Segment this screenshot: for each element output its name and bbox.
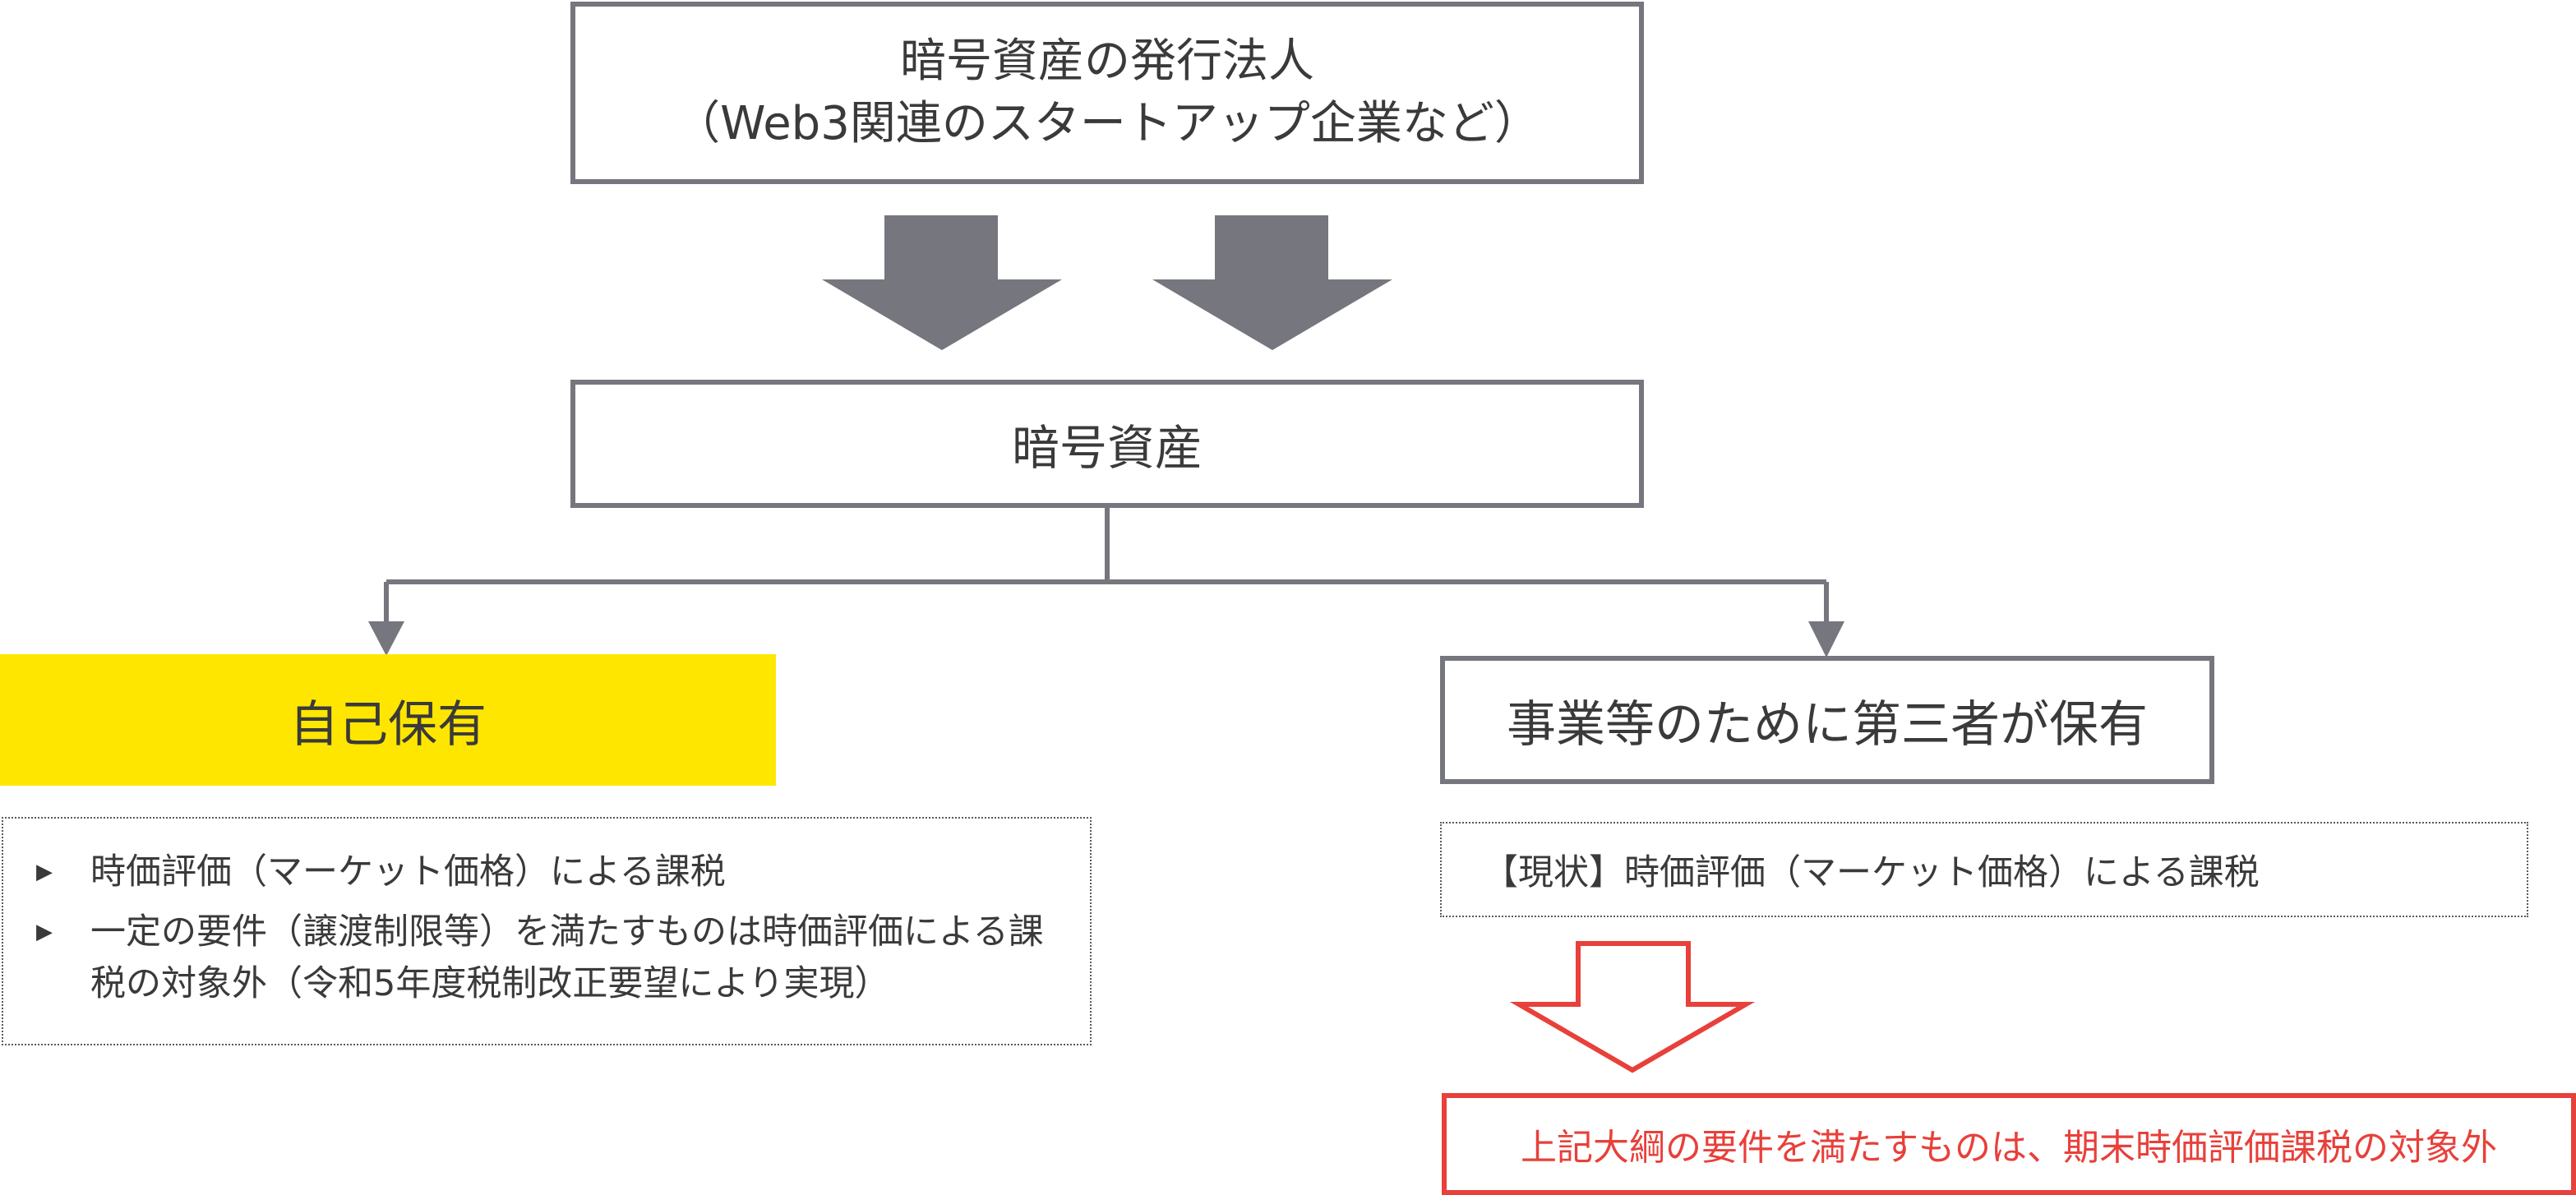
issuer-subtitle: （Web3関連のスタートアップ企業など） [674, 97, 1540, 150]
third-party-holding-label: 事業等のために第三者が保有 [1507, 695, 2148, 754]
bullet-text: 時価評価（マーケット価格）による課税 [90, 851, 726, 893]
issuer-box: 暗号資産の発行法人 （Web3関連のスタートアップ企業など） [570, 2, 1644, 184]
crypto-asset-label: 暗号資産 [1011, 420, 1203, 476]
self-holding-bullet-list: ▶ 時価評価（マーケット価格）による課税 ▶ 一定の要件（譲渡制限等）を満たすも… [33, 847, 1060, 1010]
list-item: ▶ 一定の要件（譲渡制限等）を満たすものは時価評価による課税の対象外（令和5年度… [33, 907, 1060, 1010]
arrowhead-left-icon [368, 621, 404, 656]
third-party-holding-box: 事業等のために第三者が保有 [1440, 656, 2214, 784]
self-holding-box: 自己保有 [0, 654, 776, 786]
issuer-title: 暗号資産の発行法人 [900, 35, 1314, 88]
crypto-asset-box: 暗号資産 [570, 380, 1644, 508]
third-party-current-note: 【現状】時価評価（マーケット価格）による課税 [1440, 822, 2528, 917]
outline-down-arrow-icon [1509, 941, 1756, 1073]
branch-connector [384, 508, 1829, 625]
self-holding-notes: ▶ 時価評価（マーケット価格）による課税 ▶ 一定の要件（譲渡制限等）を満たすも… [2, 817, 1092, 1045]
outcome-box: 上記大綱の要件を満たすものは、期末時価評価課税の対象外 [1442, 1093, 2576, 1195]
triangle-bullet-icon: ▶ [36, 860, 53, 884]
arrowhead-right-icon [1808, 621, 1844, 657]
outcome-text: 上記大綱の要件を満たすものは、期末時価評価課税の対象外 [1521, 1127, 2497, 1169]
down-arrow-right-icon [1152, 215, 1392, 350]
triangle-bullet-icon: ▶ [36, 920, 53, 944]
list-item: ▶ 時価評価（マーケット価格）による課税 [33, 847, 1060, 898]
bullet-text: 一定の要件（譲渡制限等）を満たすものは時価評価による課税の対象外（令和5年度税制… [90, 911, 1044, 1004]
third-party-current-text: 【現状】時価評価（マーケット価格）による課税 [1483, 852, 2260, 893]
down-arrow-left-icon [822, 215, 1062, 350]
self-holding-label: 自己保有 [289, 695, 487, 754]
